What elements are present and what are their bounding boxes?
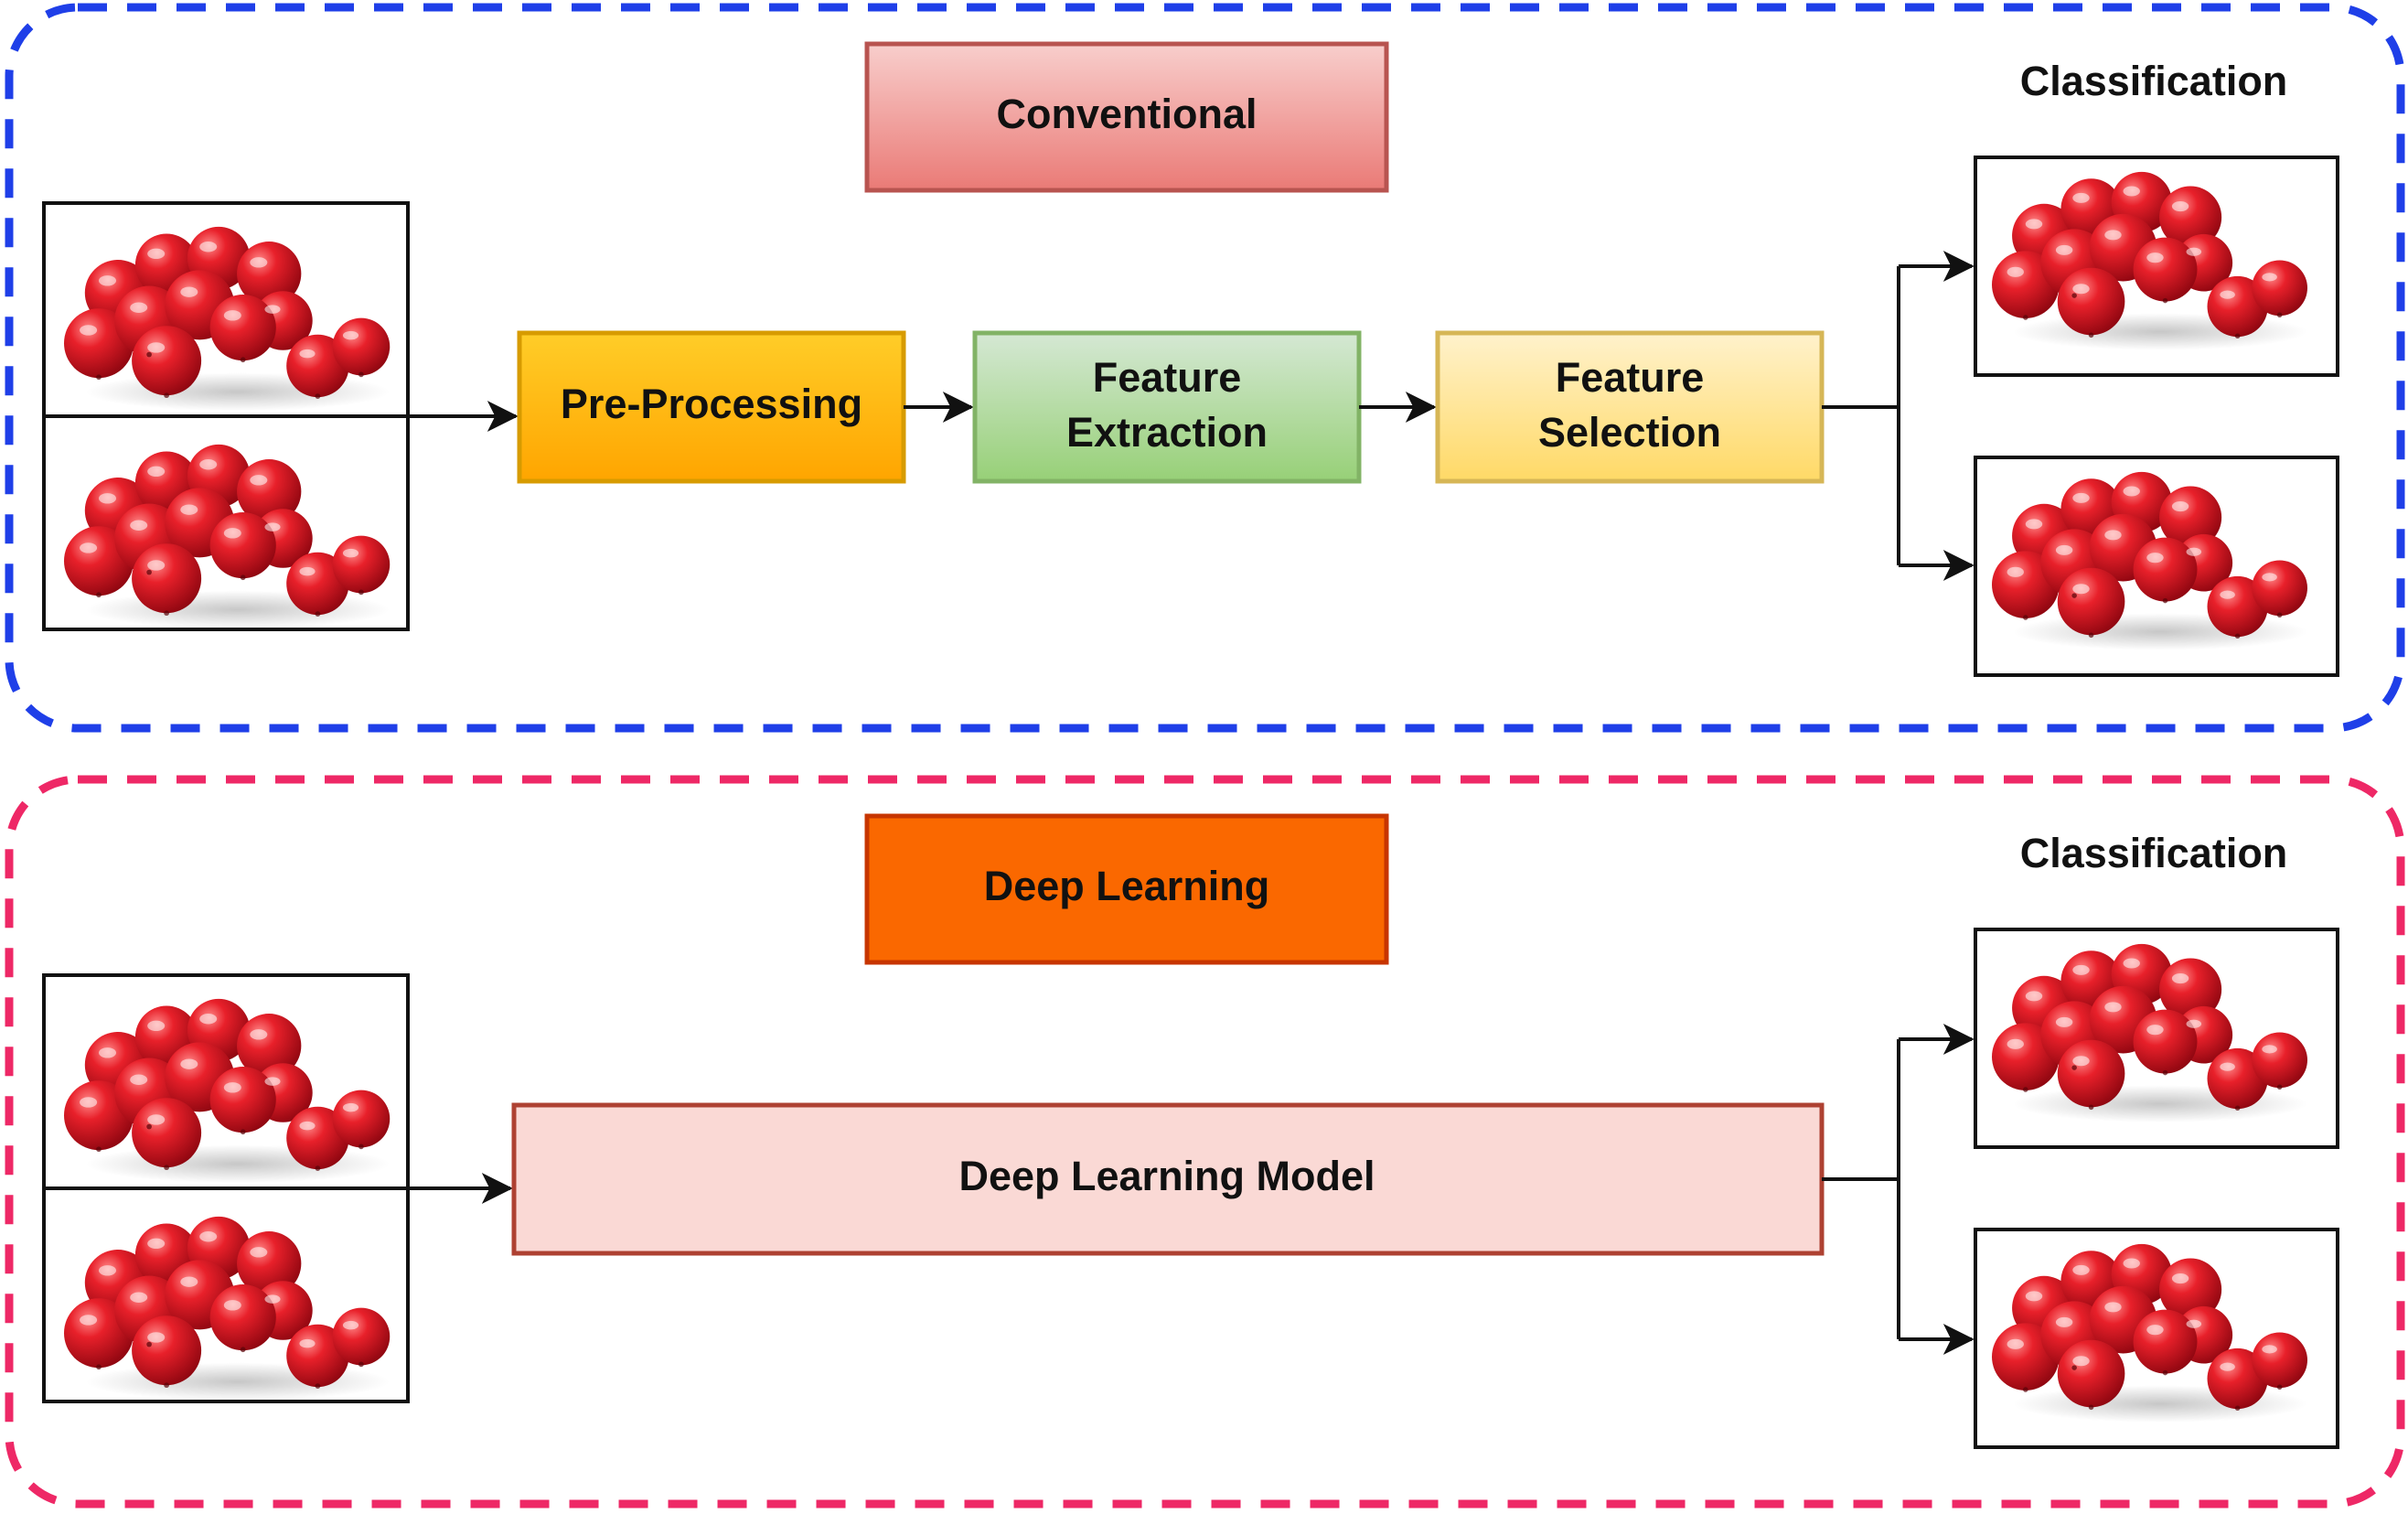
conventional-output-image-top [1974,156,2339,377]
feature-extraction-label-line1: Feature [1093,354,1242,401]
conventional-title-box: Conventional [864,41,1389,193]
deep-learning-model-box: Deep Learning Model [511,1102,1825,1256]
pre-processing-box: Pre-Processing [517,330,906,484]
deep-learning-model-label: Deep Learning Model [958,1153,1375,1199]
feature-extraction-label-line2: Extraction [1066,409,1268,456]
deep-learning-classification-connector [1822,1024,1975,1355]
feature-selection-label-line1: Feature [1556,354,1705,401]
conventional-classification-connector [1822,251,1975,581]
conventional-section-border [5,3,2405,733]
deep-learning-output-image-bottom [1974,1228,2339,1449]
conventional-title: Conventional [996,91,1257,137]
conventional-classification-label: Classification [2020,58,2288,104]
feature-extraction-box: Feature Extraction [972,330,1362,484]
deep-learning-title: Deep Learning [984,863,1270,909]
conventional-output-image-bottom [1974,456,2339,677]
deep-learning-title-box: Deep Learning [864,813,1389,965]
feature-selection-box: Feature Selection [1435,330,1825,484]
deep-learning-classification-label: Classification [2020,830,2288,876]
pre-processing-label: Pre-Processing [561,381,862,427]
feature-selection-label-line2: Selection [1538,409,1721,456]
deep-learning-output-image-top [1974,928,2339,1149]
